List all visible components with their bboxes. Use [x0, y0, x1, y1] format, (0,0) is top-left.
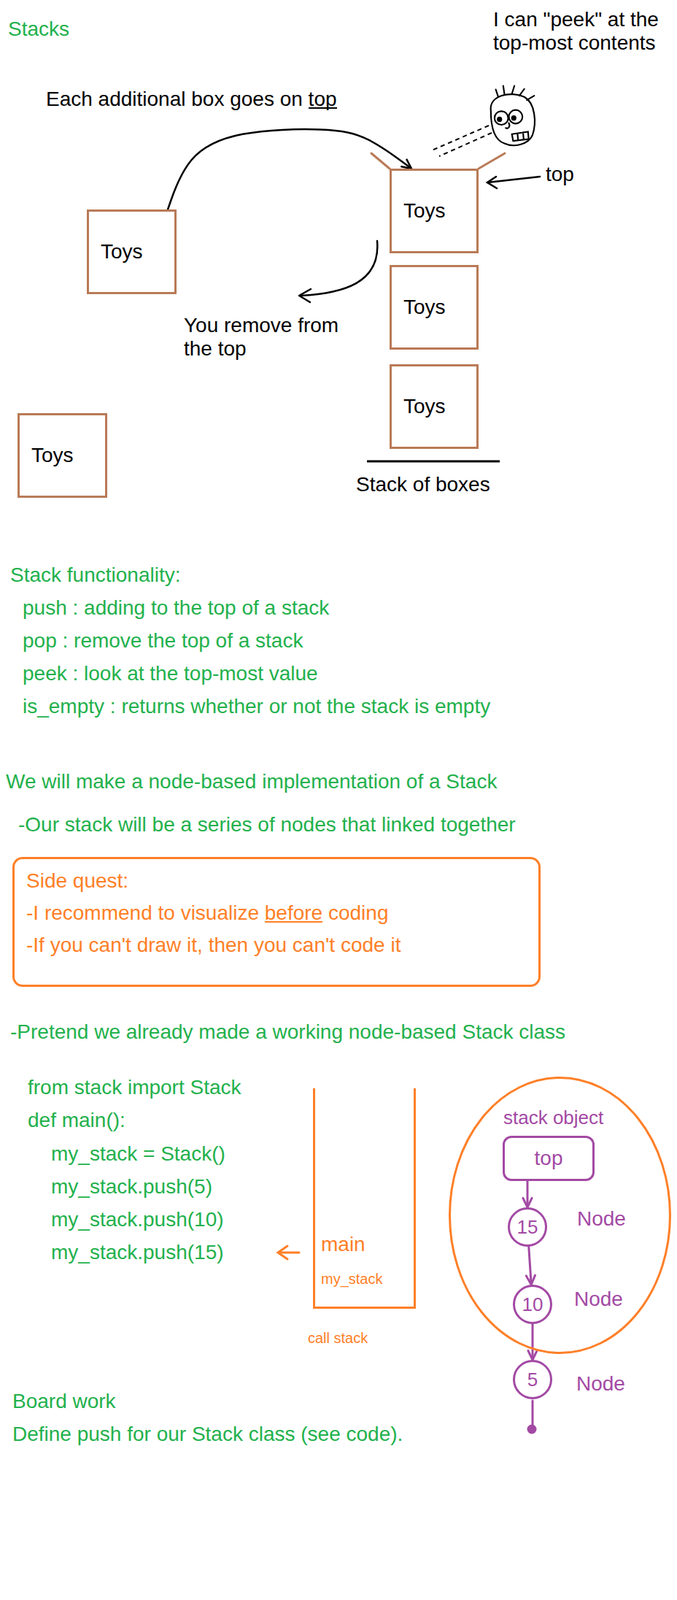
node-circle	[514, 1285, 552, 1323]
arrowhead	[523, 1197, 532, 1207]
side-quest-box-text: -If you can't draw it, then you can't co…	[26, 928, 527, 961]
remove-arrow	[299, 240, 378, 303]
call-arrow	[277, 1245, 300, 1259]
sight-lines	[431, 125, 492, 157]
pointer-label: top	[545, 162, 575, 187]
toy-box: Toys	[86, 209, 177, 294]
stack-node-text: 15	[517, 1216, 539, 1236]
code-line: my_stack = Stack()	[51, 1141, 226, 1166]
connector-line	[531, 1323, 535, 1360]
underline	[264, 920, 323, 923]
object-ellipse	[450, 1077, 671, 1353]
note: -Our stack will be a series of nodes tha…	[18, 812, 516, 837]
connector	[167, 129, 412, 210]
node-circle	[509, 1208, 547, 1246]
list-item: pop : remove the top of a stack	[22, 628, 303, 653]
annotation: You remove from the top	[183, 313, 356, 361]
toy-box-text: Toys	[403, 295, 446, 319]
node-label: Node	[574, 1286, 624, 1311]
peeking-face	[490, 86, 535, 146]
list-item: peek : look at the top-most value	[22, 661, 319, 686]
ground-line	[366, 460, 500, 463]
code-line: def main():	[27, 1108, 126, 1132]
stack-node: 15	[507, 1206, 548, 1247]
heading: Stack functionality:	[10, 563, 181, 587]
caption-label: Stack of boxes	[356, 472, 491, 497]
list-item: is_empty : returns whether or not the st…	[22, 694, 491, 718]
toy-box-text: Toys	[403, 394, 446, 419]
node-circle	[514, 1360, 552, 1398]
call-stack-frame	[314, 1087, 416, 1308]
top-pointer-box-text: top	[534, 1146, 564, 1170]
connector-line	[167, 129, 412, 210]
call-stack-text: call stack	[307, 1325, 368, 1349]
heading: Board work	[12, 1389, 116, 1413]
arrowhead	[528, 1349, 537, 1360]
note: Define push for our Stack class (see cod…	[12, 1421, 403, 1446]
connector	[528, 1323, 537, 1360]
node-label: Node	[576, 1371, 626, 1395]
toy-box: Toys	[389, 264, 479, 350]
side-quest-box-text: -I recommend to visualize before coding	[26, 896, 527, 929]
code-line: my_stack.push(10)	[51, 1207, 224, 1231]
box-flap	[371, 153, 390, 169]
stack-node: 10	[512, 1283, 553, 1324]
stack-object: stack object top 15 10	[448, 1076, 672, 1354]
box-flap	[478, 153, 505, 169]
annotation: Each additional box goes on top	[45, 87, 338, 111]
title: Stacks	[8, 17, 70, 41]
arrowhead	[525, 1274, 535, 1284]
toy-box-text: Toys	[403, 199, 446, 223]
stack-node: 5	[512, 1359, 553, 1399]
toy-box: Toys	[389, 364, 479, 449]
null-pointer	[528, 1399, 536, 1433]
toy-box-text: Toys	[31, 443, 74, 467]
stack-node-text: 5	[527, 1369, 538, 1389]
annotation: I can "peek" at the top-most contents	[493, 8, 669, 55]
code-line: my_stack.push(5)	[51, 1174, 213, 1198]
underline	[308, 107, 338, 109]
call-stack: mainmy_stackcall stack	[312, 1087, 416, 1309]
side-quest-box-text: Side quest:	[26, 864, 527, 897]
top-pointer-box: top	[502, 1135, 595, 1181]
code-line: my_stack.push(15)	[51, 1240, 224, 1264]
stack-node-text: 10	[522, 1294, 544, 1314]
stack-object-text: stack object	[503, 1105, 604, 1129]
call-stack-text: main	[320, 1232, 366, 1256]
toy-box: Toys	[17, 412, 108, 498]
connector	[523, 1180, 532, 1207]
node-label: Node	[577, 1206, 626, 1230]
note: -Pretend we already made a working node-…	[10, 1019, 566, 1044]
connector	[525, 1246, 535, 1284]
code-line: from stack import Stack	[27, 1075, 242, 1099]
list-item: push : adding to the top of a stack	[22, 596, 330, 620]
note: We will make a node-based implementation…	[5, 769, 497, 793]
toy-box-text: Toys	[100, 240, 143, 264]
toy-box: Toys	[389, 168, 479, 254]
arrowhead	[401, 159, 412, 169]
call-stack-text: my_stack	[320, 1266, 383, 1290]
pointer-arrow	[487, 176, 540, 189]
